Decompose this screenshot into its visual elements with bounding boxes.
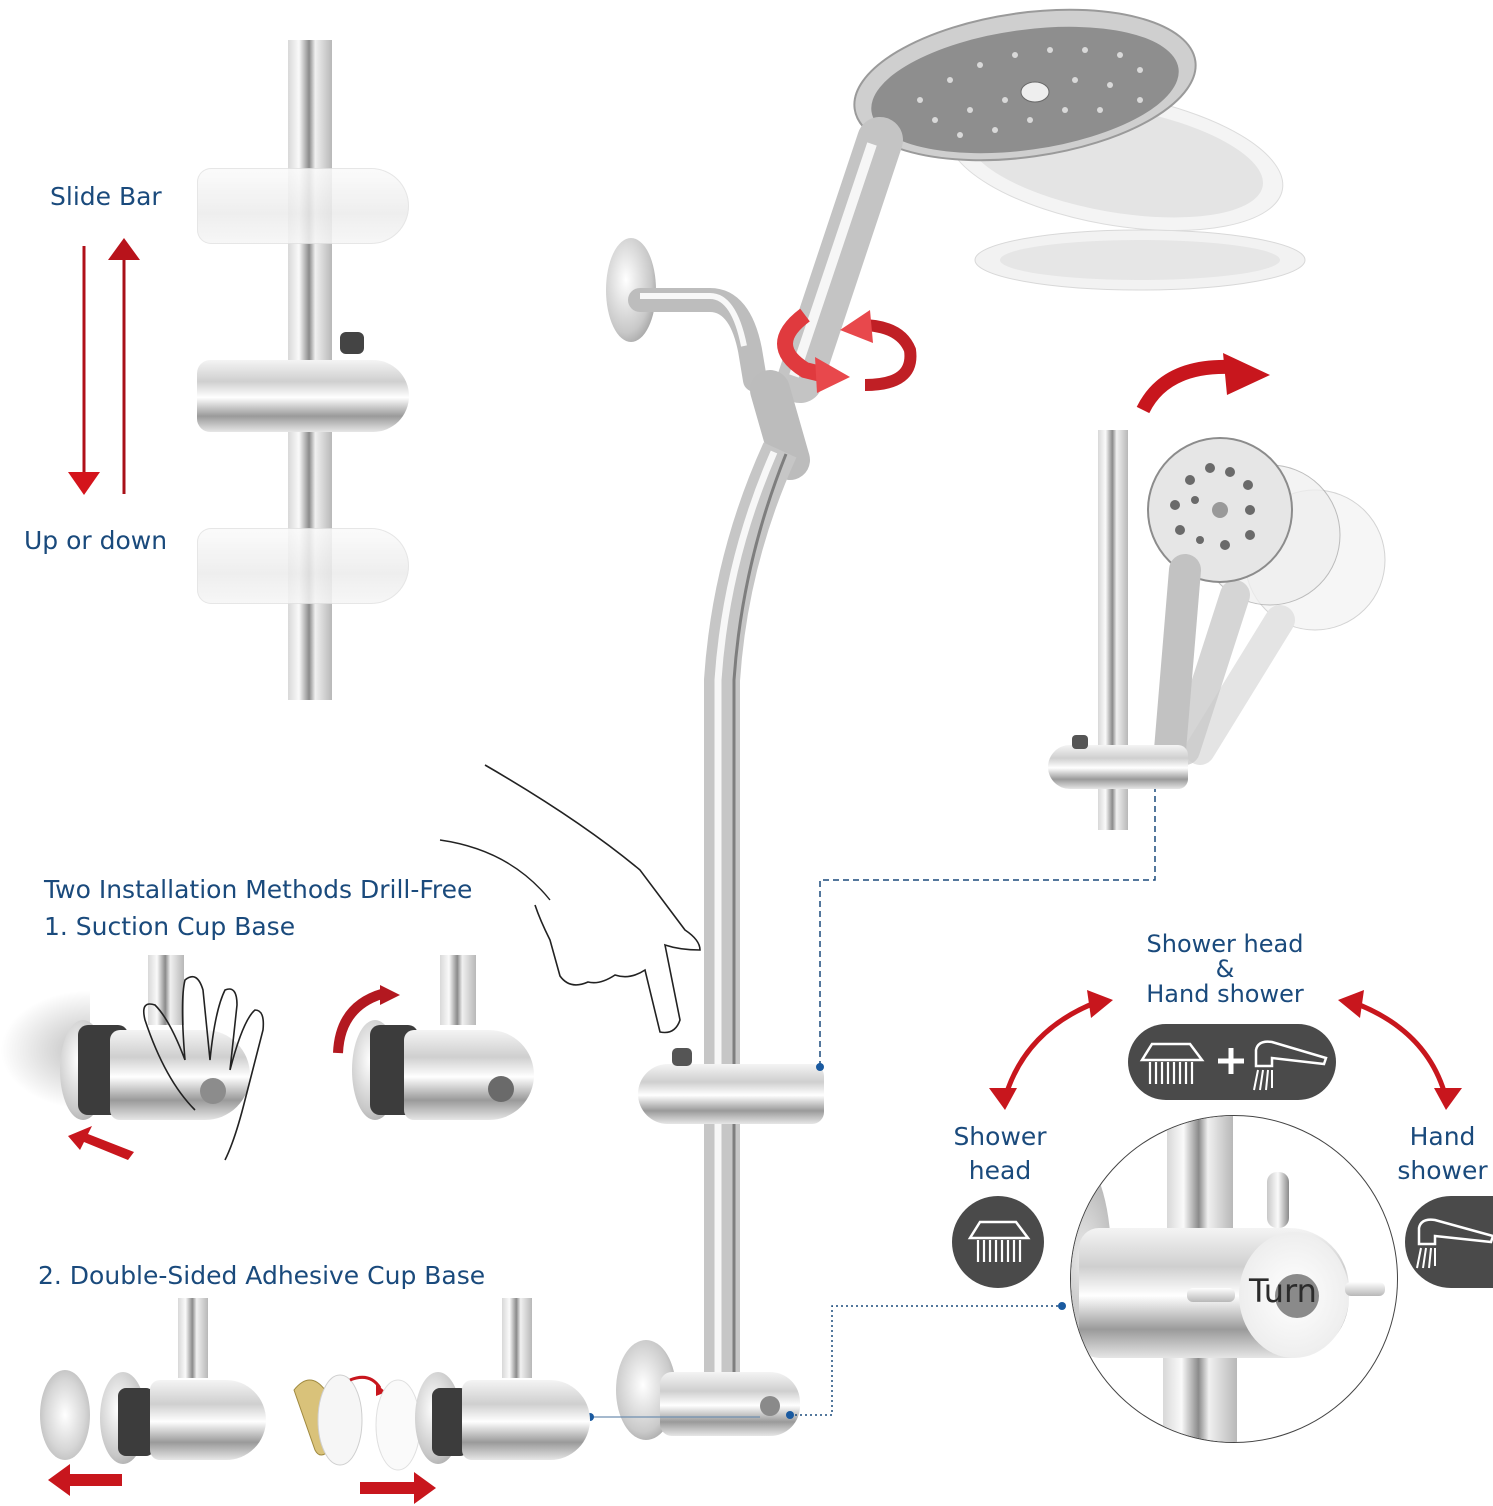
suction-knob-dot	[200, 1078, 226, 1104]
combined-mode-label: Shower head & Hand shower	[1120, 930, 1330, 1009]
shower-arm	[628, 288, 767, 392]
pull-arrow-left-icon	[48, 1464, 122, 1496]
shower-head-mode-icon	[952, 1196, 1044, 1288]
closeup-knob-dot	[1275, 1274, 1319, 1318]
adhesive-pipe-1	[178, 1298, 208, 1378]
diverter-closeup: Turn	[1070, 1115, 1398, 1443]
rotate-arc-arrow-icon	[333, 985, 400, 1054]
hand-shower-mode-line2: shower	[1397, 1155, 1488, 1185]
adhesive-pipe-2	[502, 1298, 532, 1378]
shower-head-icon	[1139, 1042, 1205, 1084]
combined-mode-line2: Hand shower	[1146, 980, 1304, 1009]
center-slide-bracket[interactable]	[638, 1064, 824, 1124]
adhesive-diverter-body-2	[462, 1380, 590, 1460]
suction-diverter-body	[110, 1030, 250, 1120]
hand-shower-icon	[1416, 1218, 1493, 1269]
closeup-knob-lever-left	[1187, 1288, 1235, 1302]
method-1-label: 1. Suction Cup Base	[44, 912, 296, 941]
closeup-pin	[1267, 1172, 1289, 1228]
hand-shower-mode-icon	[1405, 1196, 1493, 1288]
shower-head-mode-line1: Shower	[953, 1122, 1047, 1151]
bracket-lock-button[interactable]	[340, 332, 364, 354]
combined-mode-icon-pill	[1128, 1024, 1336, 1100]
suction-pipe-2	[440, 955, 476, 1025]
arrow-up-icon	[108, 238, 140, 494]
hand-shower-mode-line1: Hand	[1409, 1122, 1476, 1151]
hand-press-illustration	[142, 975, 265, 1161]
riser-pipe	[704, 442, 797, 1380]
shower-head-icon	[967, 1220, 1031, 1262]
arrow-down-icon	[68, 246, 100, 495]
adhesive-diverter-body-1	[150, 1380, 266, 1460]
shower-head-mode-line2: head	[968, 1155, 1032, 1185]
hand-shower-bracket[interactable]	[1048, 745, 1188, 789]
center-bracket-lock-button[interactable]	[672, 1048, 692, 1066]
rotate-arrow-icon	[777, 308, 917, 393]
closeup-knob-lever-right	[1345, 1282, 1385, 1296]
suction-disc	[40, 1370, 90, 1460]
adhesive-tape-peel-illustration	[293, 1374, 421, 1471]
suction-knob-dot-2	[488, 1076, 514, 1102]
rain-shower-head	[853, 8, 1306, 291]
slide-bracket-ghost-top	[197, 168, 409, 244]
turn-label: Turn	[1249, 1272, 1317, 1310]
installation-heading: Two Installation Methods Drill-Free	[44, 875, 473, 904]
slide-bar-title: Slide Bar	[50, 182, 162, 211]
shower-head-stem	[750, 117, 903, 480]
hand-shower-heads	[1147, 437, 1386, 766]
suction-diverter-body-2	[404, 1030, 534, 1120]
plus-icon	[1218, 1048, 1244, 1074]
slide-bracket-ghost-bottom	[197, 528, 409, 604]
up-or-down-caption: Up or down	[24, 526, 168, 555]
callout-line-adhesive	[586, 1413, 760, 1421]
closeup-outlet	[1163, 1358, 1237, 1442]
adhesive-gasket-1	[118, 1388, 154, 1456]
switch-arrow-right-icon	[1338, 990, 1462, 1110]
combined-mode-amp: &	[1215, 955, 1235, 984]
hand-shower-icon	[1253, 1040, 1328, 1091]
closeup-pipe	[1167, 1116, 1233, 1246]
hand-shower-bracket-button[interactable]	[1072, 735, 1088, 749]
combined-mode-line1: Shower head	[1146, 930, 1304, 958]
shower-head-mode-label: Shower head	[935, 1120, 1065, 1188]
method-2-label: 2. Double-Sided Adhesive Cup Base	[38, 1261, 486, 1290]
hand-shower-mode-label: Hand shower	[1385, 1120, 1493, 1188]
suction-pipe	[148, 955, 184, 1025]
slide-bracket[interactable]	[197, 360, 409, 432]
switch-arrow-left-icon	[989, 990, 1113, 1110]
callout-line-diverter	[786, 1302, 1066, 1419]
hand-shower-tilt-arrow-icon	[1136, 353, 1270, 414]
push-arrow-right-icon	[360, 1472, 436, 1504]
pointing-hand-illustration	[439, 764, 701, 1034]
center-diverter-knob-dot	[760, 1396, 780, 1416]
push-arrow-left-icon	[68, 1126, 134, 1160]
